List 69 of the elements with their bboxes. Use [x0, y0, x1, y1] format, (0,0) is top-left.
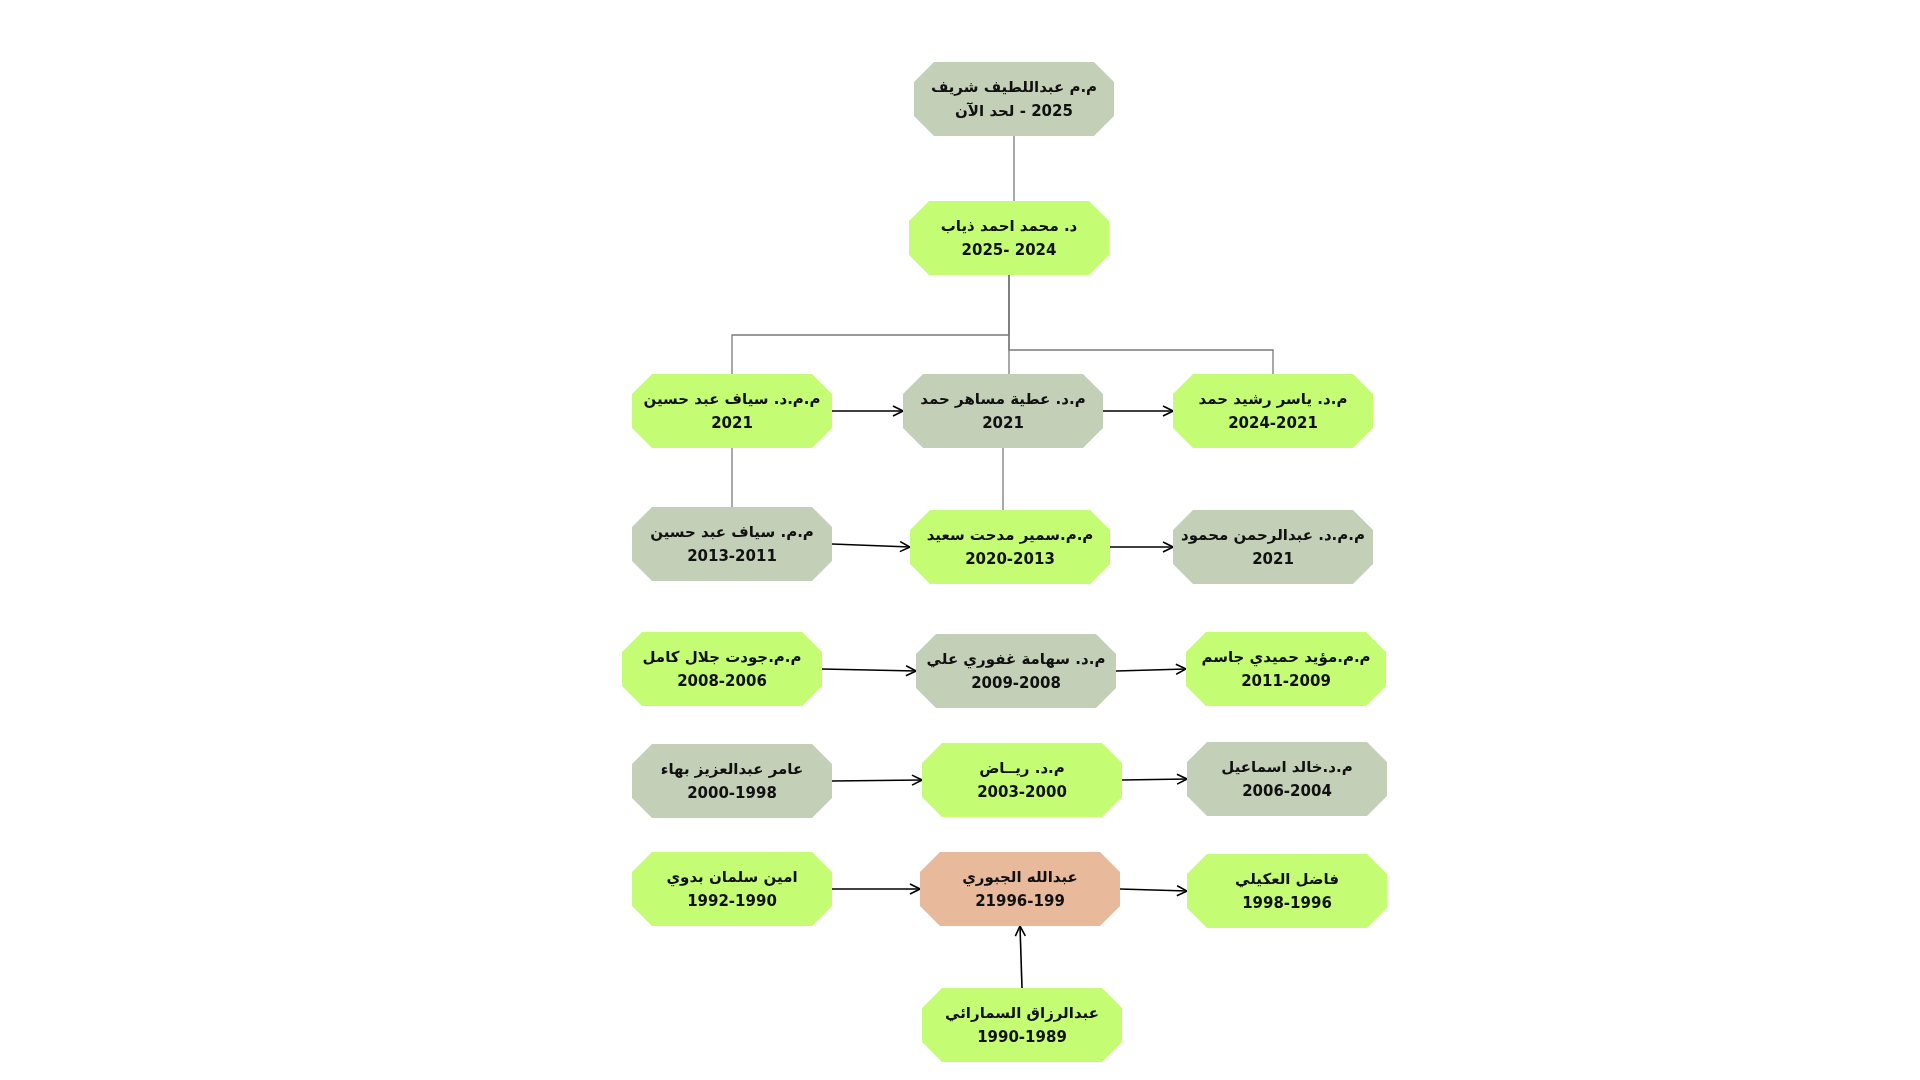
connector-line — [731, 447, 733, 508]
name-text: م.م. سياف عبد حسين — [650, 522, 814, 543]
arrow — [831, 774, 923, 786]
octagon-box — [910, 510, 1110, 584]
years-text: 2009-2008 — [971, 673, 1061, 694]
arrow — [831, 540, 911, 553]
octagon-box — [914, 62, 1114, 136]
arrow — [1014, 925, 1027, 989]
name-text: عبدالله الجبوري — [962, 867, 1078, 889]
octagon-box — [922, 988, 1122, 1062]
name-text: م.م.د. عبدالرحمن محمود — [1181, 525, 1365, 546]
years-text: 1990-1989 — [977, 1027, 1067, 1048]
name-text: عامر عبدالعزيز بهاء — [660, 759, 804, 780]
octagon-box — [632, 507, 832, 581]
years-text: 2020-2013 — [965, 549, 1055, 570]
years-text: 2006-2004 — [1242, 781, 1332, 802]
name-text: عبدالرزاق السمارائي — [945, 1003, 1099, 1024]
arrow — [1115, 663, 1187, 676]
octagon-box — [916, 634, 1116, 708]
octagon-box — [632, 744, 832, 818]
arrow — [831, 883, 921, 895]
octagon-box — [632, 852, 832, 926]
octagon-box — [1173, 510, 1373, 584]
years-text: 2024-2021 — [1228, 413, 1318, 434]
octagon-box — [1187, 742, 1387, 816]
name-text: م.د.خالد اسماعيل — [1221, 757, 1353, 778]
octagon-box — [1173, 374, 1373, 448]
name-text: فاضل العكيلي — [1235, 869, 1339, 890]
name-text: م.د. عطية مساهر حمد — [920, 389, 1086, 410]
years-text: 2011-2009 — [1241, 671, 1331, 692]
name-text: امين سلمان بدوي — [666, 867, 798, 889]
years-text: 2021 — [982, 413, 1024, 434]
name-text: م.م.سمير مدحت سعيد — [926, 525, 1094, 546]
years-text: 2008-2006 — [677, 671, 767, 692]
years-text: 21996-199 — [975, 891, 1065, 912]
octagon-box — [903, 374, 1103, 448]
years-text: 2021 — [1252, 549, 1294, 570]
connector-line — [1008, 274, 1274, 375]
octagon-box — [1187, 854, 1387, 928]
name-text: م.م.د. سياف عبد حسين — [643, 389, 821, 410]
connector-line — [1013, 135, 1015, 202]
octagon-box — [909, 201, 1109, 275]
octagon-box — [1186, 632, 1386, 706]
years-text: 2025 - لحد الآن — [955, 101, 1073, 122]
octagon-box — [632, 374, 832, 448]
years-text: 2003-2000 — [977, 782, 1067, 803]
arrow — [1121, 773, 1188, 785]
arrow — [1102, 405, 1174, 417]
years-text: 2025- 2024 — [961, 240, 1057, 261]
name-text: م.د. ياسر رشيد حمد — [1198, 389, 1348, 410]
name-text: م.م.مؤيد حميدي جاسم — [1201, 647, 1371, 669]
name-text: م.م.جودت جلال كامل — [642, 647, 802, 668]
name-text: م.د. ريــاض — [979, 758, 1065, 779]
years-text: 2021 — [711, 413, 753, 434]
octagon-box — [920, 852, 1120, 926]
years-text: 2013-2011 — [687, 546, 777, 567]
octagon-box — [922, 743, 1122, 817]
years-text: 1998-1996 — [1242, 893, 1332, 914]
arrow — [831, 405, 904, 417]
name-text: د. محمد احمد ذياب — [940, 216, 1078, 237]
years-text: 2000-1998 — [687, 783, 777, 804]
octagon-box — [622, 632, 822, 706]
arrow — [821, 665, 917, 677]
arrow — [1119, 884, 1188, 897]
name-text: م.م عبداللطيف شريف — [930, 77, 1098, 98]
years-text: 1992-1990 — [687, 891, 777, 912]
arrow — [1109, 541, 1174, 553]
name-text: م.د. سهامة غفوري علي — [926, 649, 1106, 671]
connector-line — [1002, 447, 1004, 511]
